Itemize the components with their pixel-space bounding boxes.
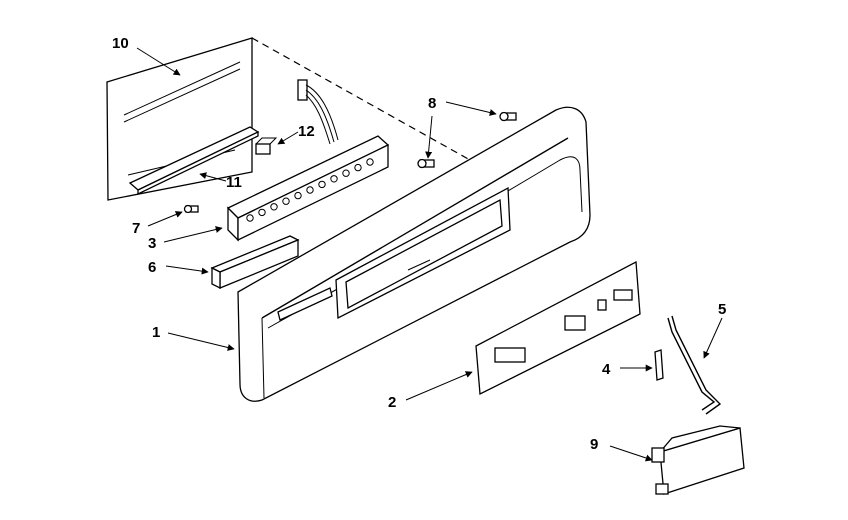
callout-1: 1 <box>152 324 160 341</box>
board-button-dot <box>318 180 326 189</box>
callout-4: 4 <box>602 361 611 378</box>
part-12-clip <box>255 137 278 155</box>
callout-9: 9 <box>590 436 598 453</box>
callout-7: 7 <box>132 220 140 237</box>
board-button-dot <box>246 214 254 222</box>
part-3-control-board <box>226 135 390 242</box>
callout-10: 10 <box>112 35 129 52</box>
board-button-dot <box>270 203 278 211</box>
callout-5: 5 <box>718 301 726 318</box>
callout-11: 11 <box>226 174 242 191</box>
board-button-dot <box>330 175 338 183</box>
part-8-screws <box>417 111 517 169</box>
board-button-dot <box>258 208 266 217</box>
part-1-console <box>237 106 591 402</box>
board-button-dot <box>342 169 350 177</box>
leader-lines <box>136 47 723 462</box>
part-11-rail <box>128 126 260 196</box>
part-7-screw <box>183 204 199 214</box>
assembly-line <box>251 37 471 161</box>
callout-8: 8 <box>428 95 436 112</box>
part-9-bracket <box>651 425 745 495</box>
part-4-strip <box>654 349 664 381</box>
wire-harness <box>297 79 339 145</box>
callout-2: 2 <box>388 394 396 411</box>
board-button-dot <box>282 197 290 205</box>
board-button-dot <box>366 158 374 166</box>
callout-labels: 10 12 11 8 7 3 6 1 5 4 2 9 <box>112 35 726 453</box>
board-button-dot <box>294 191 302 200</box>
part-5-rod <box>667 315 722 415</box>
board-button-dot <box>354 163 362 172</box>
callout-6: 6 <box>148 259 156 276</box>
callout-12: 12 <box>298 123 315 140</box>
part-6-bar <box>210 235 300 290</box>
part-2-faceplate <box>475 260 641 396</box>
callout-3: 3 <box>148 235 156 252</box>
board-button-dot <box>306 186 314 194</box>
